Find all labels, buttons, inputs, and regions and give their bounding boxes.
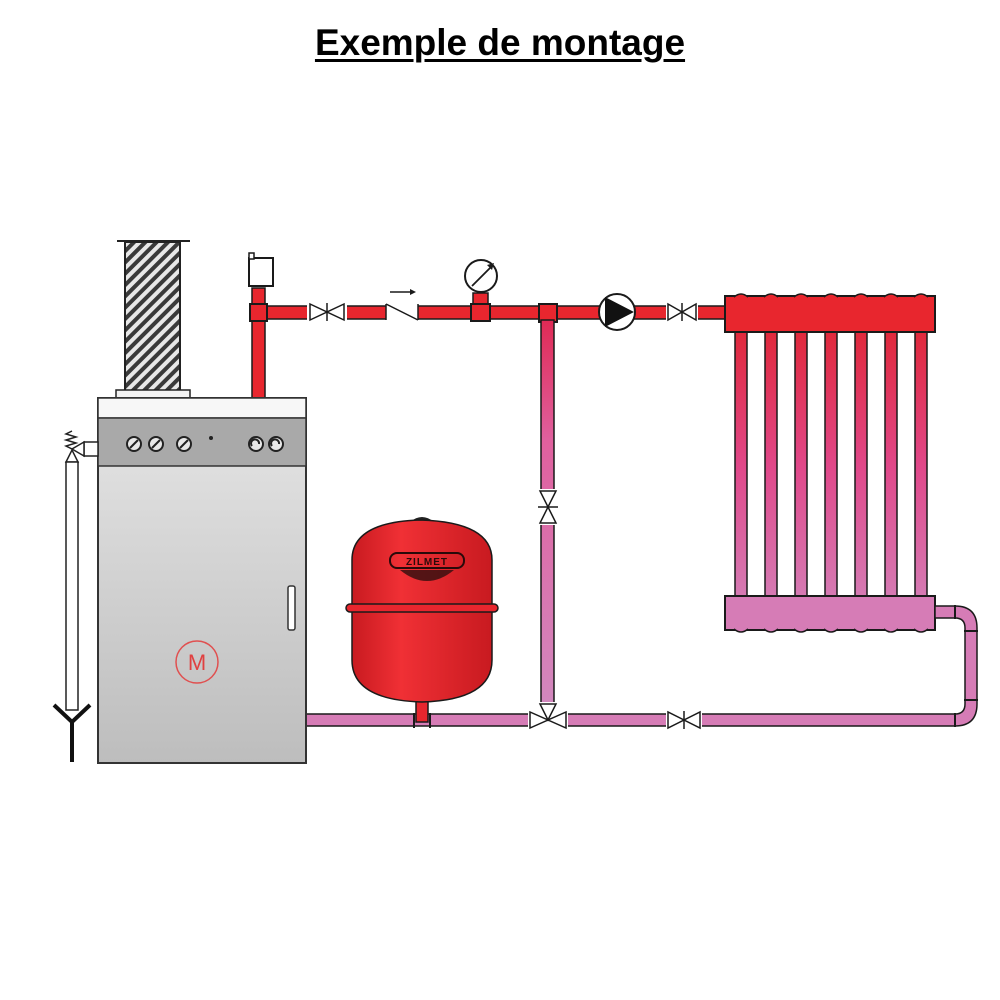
door-handle	[287, 585, 296, 631]
circulation-pump-icon	[598, 293, 636, 331]
page-title: Exemple de montage	[314, 22, 686, 63]
isolation-valve-icon	[666, 302, 698, 322]
drain-pipe	[65, 461, 79, 711]
expansion-vessel: ZILMET	[345, 517, 499, 728]
bypass-valve-icon	[538, 489, 558, 525]
isolation-valve-icon	[307, 302, 347, 322]
chimney-flue	[115, 240, 191, 399]
boiler-badge-icon	[175, 640, 219, 684]
control-knobs	[126, 436, 284, 452]
pressure-gauge-icon	[464, 259, 498, 322]
check-valve-icon	[385, 289, 419, 321]
radiator	[724, 293, 936, 633]
vessel-brand-label: ZILMET	[406, 557, 448, 568]
boiler: M	[97, 397, 307, 764]
radiator-columns	[734, 329, 928, 606]
isolation-valve-icon	[666, 710, 702, 730]
drain-funnel-icon	[52, 703, 92, 762]
boiler-badge-letter: M	[188, 650, 206, 675]
three-way-valve-icon	[528, 702, 568, 730]
safety-valve-icon	[63, 430, 99, 463]
automatic-air-vent-icon	[248, 252, 274, 287]
